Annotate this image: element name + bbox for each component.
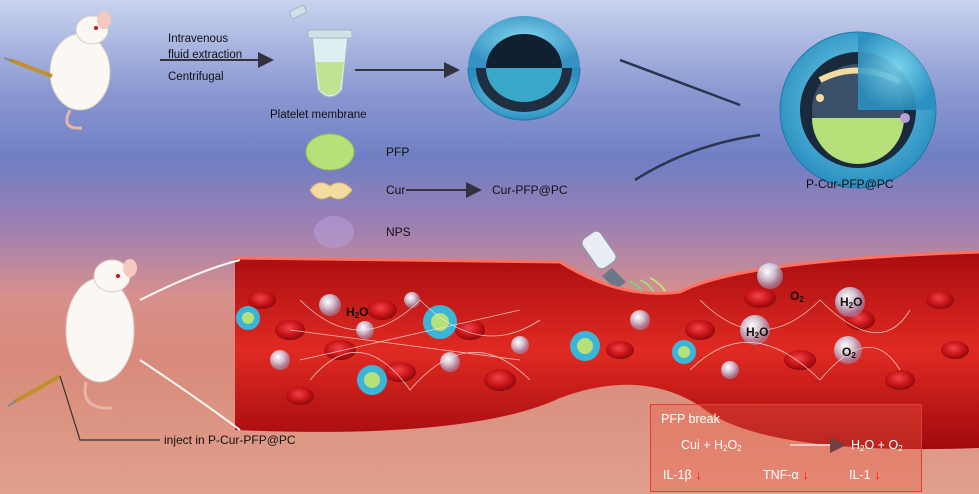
cur-product-label: Cur-PFP@PC	[492, 183, 568, 197]
step-label-3: Centrifugal	[168, 71, 224, 83]
mouse-bottom-icon	[7, 259, 241, 441]
cur-icon	[309, 182, 353, 200]
final-product-label: P-Cur-PFP@PC	[806, 177, 894, 191]
step-label-2: fluid extraction	[168, 49, 243, 61]
ultrasound-probe-icon	[581, 230, 669, 301]
pfp-icon	[305, 133, 355, 171]
cur-label: Cur	[386, 183, 406, 197]
nps-label: NPS	[386, 225, 411, 239]
curve-cur-to-final	[634, 133, 761, 182]
o2-label-b: O2	[842, 345, 856, 360]
equation-left: Cui + H2O2	[681, 438, 742, 453]
mouse-top-icon	[3, 11, 111, 130]
centrifuge-tube-icon	[289, 5, 353, 98]
nps-icon	[314, 216, 354, 248]
h2o-label-b: H2O	[346, 305, 369, 320]
platelet-label: Platelet membrane	[270, 109, 367, 121]
clot-mesh	[289, 299, 911, 391]
reaction-title: PFP break	[661, 412, 720, 426]
step-label-1: Intravenous	[168, 33, 229, 45]
marker-tnfa: TNF-α ↓	[763, 466, 810, 482]
liposome-half-icon	[467, 16, 581, 121]
curve-liposome-to-final	[619, 58, 741, 107]
inject-label: inject in P-Cur-PFP@PC	[164, 433, 296, 447]
marker-il1b: IL-1β ↓	[663, 466, 703, 482]
h2o-label-a: H2O	[840, 295, 863, 310]
reaction-box: PFP break Cui + H2O2 H2O + O2 IL-1β ↓ TN…	[650, 404, 922, 492]
marker-il1: IL-1 ↓	[849, 466, 882, 482]
o2-label-a: O2	[790, 289, 804, 304]
pfp-label: PFP	[386, 145, 410, 159]
final-nanoparticle-icon	[779, 31, 937, 189]
nanoparticles-in-vessel	[236, 305, 696, 395]
h2o-label-c: H2O	[746, 325, 769, 340]
equation-right: H2O + O2	[851, 438, 903, 453]
